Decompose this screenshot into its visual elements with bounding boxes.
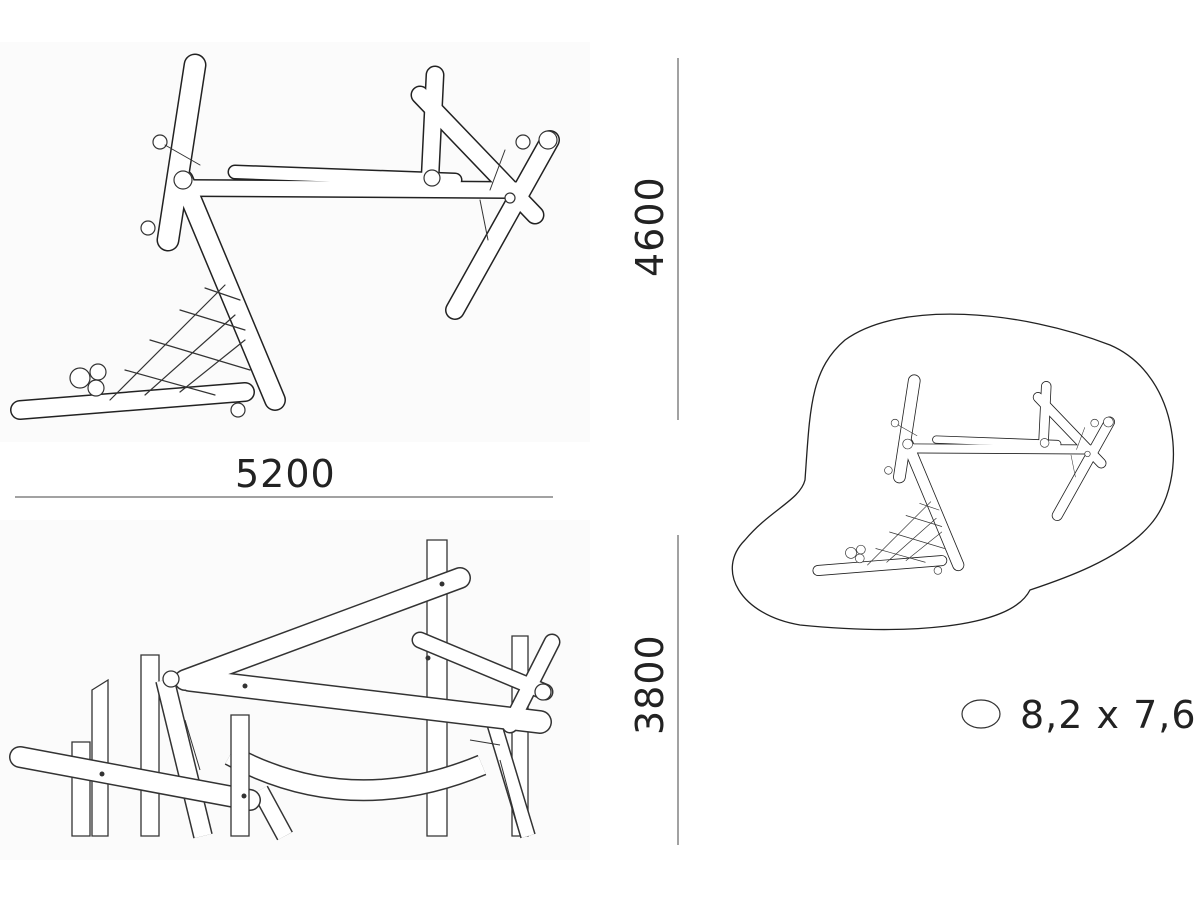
side-height-dimension-label: 3800 <box>628 634 672 735</box>
plan-view <box>731 313 1175 631</box>
safety-area-outline <box>731 313 1175 631</box>
top-view-drawing <box>20 65 557 417</box>
height-dimension-label: 4600 <box>628 176 672 277</box>
width-dimension-label: 5200 <box>235 452 336 496</box>
ellipse-icon <box>961 699 1001 729</box>
side-view-drawing <box>9 539 561 841</box>
safety-area-label: 8,2 x 7,6 <box>1020 693 1197 737</box>
